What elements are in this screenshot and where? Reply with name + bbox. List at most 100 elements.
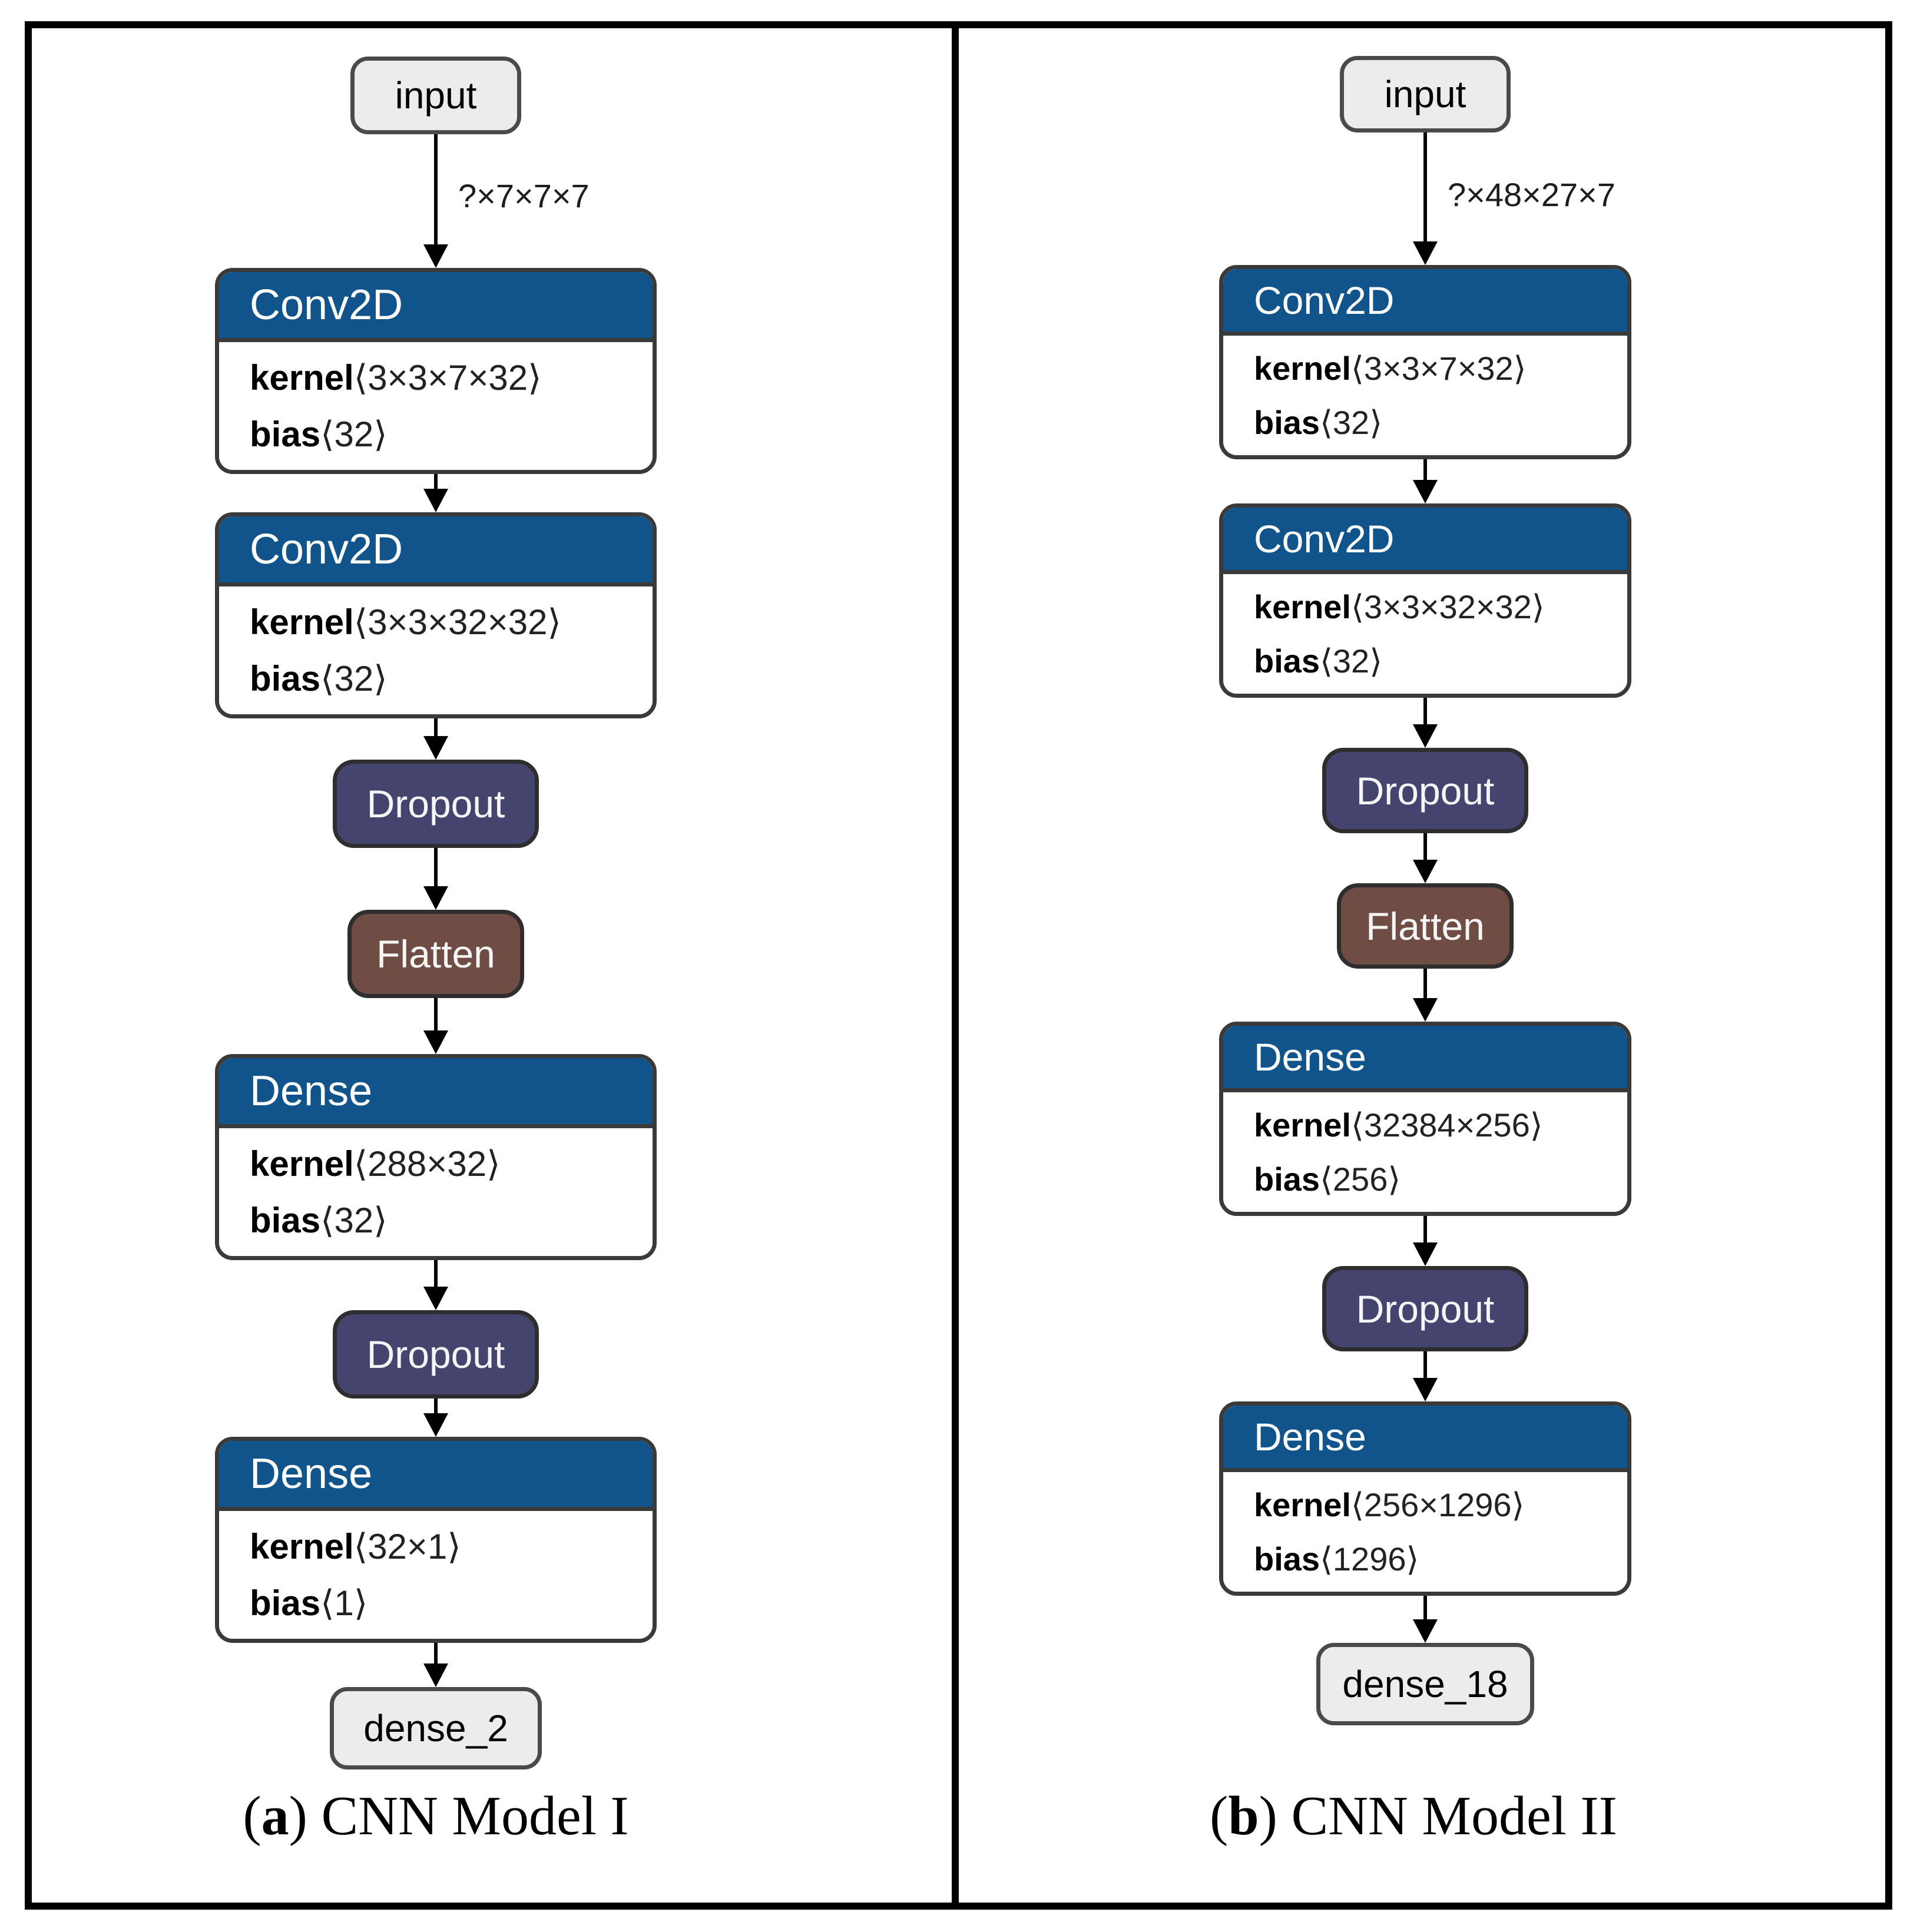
bias-label: bias [1254,403,1320,441]
bias-param: bias⟨256⟩ [1254,1160,1627,1199]
dropout-label: Dropout [1356,1287,1495,1331]
panel-caption: (a) CNN Model I [82,1784,789,1848]
output-node-label: dense_18 [1342,1663,1508,1705]
flatten-label: Flatten [376,932,495,976]
layer-title: Conv2D [219,516,653,586]
bias-shape: ⟨32⟩ [320,1200,388,1240]
layer-params: kernel⟨32384×256⟩ bias⟨256⟩ [1223,1092,1627,1212]
kernel-param: kernel⟨32384×256⟩ [1254,1106,1627,1145]
kernel-shape: ⟨3×3×32×32⟩ [353,602,561,642]
kernel-param: kernel⟨256×1296⟩ [1254,1486,1627,1525]
input-node-label: input [1384,73,1466,115]
layer-params: kernel⟨3×3×7×32⟩ bias⟨32⟩ [1223,336,1627,455]
layer-params: kernel⟨256×1296⟩ bias⟨1296⟩ [1223,1472,1627,1592]
layer-title: Dense [1223,1406,1627,1472]
kernel-label: kernel [250,357,354,397]
bias-shape: ⟨1⟩ [320,1583,368,1623]
dropout-label: Dropout [366,782,505,826]
edge-arrow [423,718,449,760]
conv2d-layer-2: Conv2D kernel⟨3×3×32×32⟩ bias⟨32⟩ [1219,503,1631,698]
bias-label: bias [250,658,321,698]
kernel-param: kernel⟨32×1⟩ [250,1526,653,1568]
dropout-label: Dropout [366,1333,505,1376]
conv2d-layer-2: Conv2D kernel⟨3×3×32×32⟩ bias⟨32⟩ [215,512,657,718]
edge-arrow [1412,459,1438,503]
bias-shape: ⟨32⟩ [320,658,388,698]
dropout-layer-1: Dropout [1322,748,1528,833]
layer-title: Conv2D [219,272,653,342]
bias-label: bias [1254,642,1320,680]
kernel-shape: ⟨32384×256⟩ [1351,1106,1543,1144]
input-node-label: input [395,74,477,117]
kernel-shape: ⟨3×3×7×32⟩ [353,357,542,397]
conv2d-layer-1: Conv2D kernel⟨3×3×7×32⟩ bias⟨32⟩ [215,268,657,474]
dense-layer-1: Dense kernel⟨288×32⟩ bias⟨32⟩ [215,1054,657,1260]
flatten-layer: Flatten [1337,883,1514,969]
kernel-label: kernel [250,1144,354,1184]
caption-letter: b [1228,1785,1259,1847]
caption-letter: a [261,1785,289,1847]
edge-arrow [423,1399,449,1437]
kernel-shape: ⟨32×1⟩ [353,1526,461,1566]
kernel-label: kernel [250,1526,354,1566]
bias-shape: ⟨256⟩ [1320,1160,1401,1198]
kernel-param: kernel⟨3×3×32×32⟩ [1254,588,1627,627]
dropout-layer-2: Dropout [333,1310,539,1399]
kernel-shape: ⟨288×32⟩ [353,1144,501,1184]
bias-param: bias⟨32⟩ [1254,403,1627,442]
layer-params: kernel⟨3×3×32×32⟩ bias⟨32⟩ [219,586,653,714]
kernel-shape: ⟨3×3×7×32⟩ [1351,349,1527,387]
kernel-label: kernel [250,602,354,642]
layer-params: kernel⟨288×32⟩ bias⟨32⟩ [219,1128,653,1256]
layer-title: Conv2D [1223,269,1627,336]
input-node: input [1340,56,1511,132]
layer-params: kernel⟨32×1⟩ bias⟨1⟩ [219,1511,653,1639]
flatten-label: Flatten [1366,904,1485,948]
bias-shape: ⟨1296⟩ [1320,1540,1419,1578]
layer-title: Dense [219,1058,653,1128]
edge-arrow [423,474,449,512]
output-node-label: dense_2 [363,1707,508,1749]
bias-param: bias⟨1⟩ [250,1583,653,1624]
caption-text: ) CNN Model I [289,1785,629,1847]
edge-arrow [423,134,449,268]
edge-arrow [1412,969,1438,1022]
kernel-param: kernel⟨3×3×7×32⟩ [250,357,653,399]
edge-shape-label: ?×7×7×7 [458,177,590,214]
dropout-label: Dropout [1356,768,1495,813]
edge-arrow [1412,1216,1438,1266]
kernel-label: kernel [1254,349,1351,387]
dropout-layer-2: Dropout [1322,1266,1528,1351]
kernel-label: kernel [1254,1486,1351,1523]
bias-label: bias [1254,1160,1320,1198]
kernel-label: kernel [1254,588,1351,625]
edge-shape-label: ?×48×27×7 [1448,176,1615,213]
layer-title: Dense [1223,1026,1627,1092]
edge-arrow [1412,698,1438,748]
layer-params: kernel⟨3×3×7×32⟩ bias⟨32⟩ [219,342,653,470]
bias-param: bias⟨32⟩ [1254,642,1627,681]
kernel-param: kernel⟨288×32⟩ [250,1144,653,1185]
bias-param: bias⟨32⟩ [250,1200,653,1241]
bias-param: bias⟨1296⟩ [1254,1540,1627,1579]
flatten-layer: Flatten [347,910,524,998]
edge-arrow [1412,132,1438,265]
edge-arrow [1412,1596,1438,1643]
dense-layer-2: Dense kernel⟨256×1296⟩ bias⟨1296⟩ [1219,1401,1631,1596]
conv2d-layer-1: Conv2D kernel⟨3×3×7×32⟩ bias⟨32⟩ [1219,265,1631,459]
layer-params: kernel⟨3×3×32×32⟩ bias⟨32⟩ [1223,574,1627,694]
output-node: dense_2 [330,1687,542,1769]
kernel-param: kernel⟨3×3×7×32⟩ [1254,349,1627,388]
bias-label: bias [250,414,321,454]
layer-title: Dense [219,1441,653,1511]
bias-param: bias⟨32⟩ [250,658,653,700]
bias-param: bias⟨32⟩ [250,414,653,455]
dense-layer-2: Dense kernel⟨32×1⟩ bias⟨1⟩ [215,1437,657,1643]
caption-paren: ( [1210,1785,1229,1847]
edge-arrow [1412,833,1438,883]
kernel-shape: ⟨3×3×32×32⟩ [1351,588,1545,625]
edge-arrow [423,1260,449,1310]
output-node: dense_18 [1316,1643,1534,1725]
kernel-label: kernel [1254,1106,1351,1144]
edge-arrow [423,998,449,1054]
